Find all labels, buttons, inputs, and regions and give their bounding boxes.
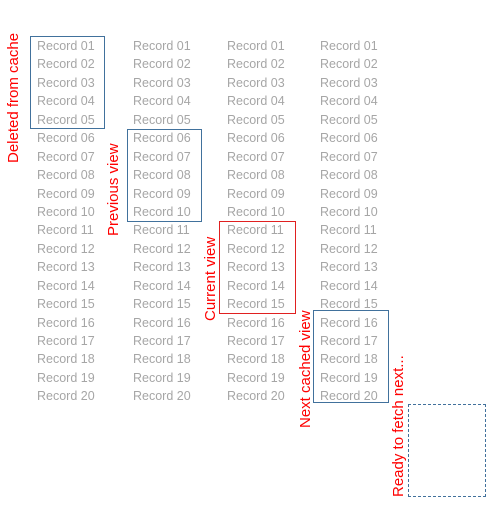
record-item: Record 02 bbox=[320, 57, 378, 72]
deleted-from-cache-box bbox=[30, 36, 105, 129]
record-item: Record 09 bbox=[133, 186, 191, 201]
record-item: Record 04 bbox=[320, 94, 378, 109]
record-item: Record 04 bbox=[227, 94, 285, 109]
record-item: Record 13 bbox=[133, 260, 191, 275]
record-item: Record 03 bbox=[320, 75, 378, 90]
record-item: Record 17 bbox=[133, 334, 191, 348]
record-item: Record 12 bbox=[133, 241, 191, 256]
record-item: Record 10 bbox=[227, 204, 285, 219]
record-item: Record 02 bbox=[227, 57, 285, 72]
record-item: Record 05 bbox=[320, 112, 378, 127]
record-item: Record 13 bbox=[227, 260, 285, 275]
record-item: Record 06 bbox=[320, 131, 378, 146]
record-item: Record 03 bbox=[133, 75, 191, 90]
record-item: Record 05 bbox=[133, 112, 191, 127]
record-item: Record 14 bbox=[227, 278, 285, 293]
record-item: Record 07 bbox=[320, 149, 378, 164]
record-item: Record 16 bbox=[320, 315, 378, 330]
record-item: Record 15 bbox=[320, 297, 378, 312]
record-item: Record 18 bbox=[227, 352, 285, 367]
record-item: Record 02 bbox=[37, 57, 95, 72]
record-item: Record 03 bbox=[37, 75, 95, 90]
record-item: Record 12 bbox=[37, 241, 95, 256]
record-column-previous: Record 01 Record 02 Record 03 Record 04 Reco… bbox=[133, 37, 191, 406]
record-item: Record 11 bbox=[227, 223, 284, 238]
record-item: Record 02 bbox=[133, 57, 191, 72]
ready-to-fetch-label: Ready to fetch next... bbox=[390, 355, 407, 497]
record-item: Record 16 bbox=[37, 315, 95, 330]
previous-view-label: Previous view bbox=[105, 143, 122, 236]
current-view-label: Current view bbox=[202, 236, 219, 321]
record-item: Record 10 bbox=[133, 204, 191, 219]
record-item: Record 11 bbox=[320, 223, 377, 238]
record-item: Record 11 bbox=[37, 223, 94, 238]
record-item: Record 19 bbox=[37, 370, 95, 385]
record-item: Record 09 bbox=[37, 186, 95, 201]
record-item: Record 15 bbox=[37, 297, 95, 312]
record-item: Record 08 bbox=[227, 168, 285, 183]
record-item: Record 07 bbox=[133, 149, 191, 164]
record-item: Record 04 bbox=[37, 94, 95, 109]
record-item: Record 20 bbox=[320, 389, 378, 404]
record-item: Record 13 bbox=[320, 260, 378, 275]
record-item: Record 13 bbox=[37, 260, 95, 275]
record-item: Record 11 bbox=[133, 223, 190, 238]
record-item: Record 05 bbox=[227, 112, 285, 127]
record-item: Record 16 bbox=[133, 315, 191, 330]
record-item: Record 01 bbox=[320, 39, 378, 53]
record-item: Record 14 bbox=[320, 278, 378, 293]
record-item: Record 08 bbox=[320, 168, 378, 183]
record-item: Record 18 bbox=[37, 352, 95, 367]
record-item: Record 19 bbox=[133, 370, 191, 385]
record-item: Record 17 bbox=[37, 334, 95, 348]
current-view-box bbox=[219, 221, 296, 314]
record-item: Record 08 bbox=[37, 168, 95, 183]
record-item: Record 18 bbox=[320, 352, 378, 367]
record-item: Record 12 bbox=[227, 241, 285, 256]
record-item: Record 01 bbox=[227, 39, 285, 53]
record-item: Record 06 bbox=[37, 131, 95, 146]
previous-view-box bbox=[127, 129, 202, 222]
record-item: Record 01 bbox=[133, 39, 191, 53]
ready-to-fetch-box bbox=[408, 404, 486, 497]
record-item: Record 15 bbox=[227, 297, 285, 312]
record-item: Record 10 bbox=[37, 204, 95, 219]
record-item: Record 09 bbox=[320, 186, 378, 201]
next-cached-view-box bbox=[313, 310, 389, 403]
record-column-current: Record 01 Record 02 Record 03 Record 04 Reco… bbox=[227, 37, 285, 406]
record-item: Record 03 bbox=[227, 75, 285, 90]
record-item: Record 17 bbox=[320, 334, 378, 348]
record-item: Record 06 bbox=[227, 131, 285, 146]
record-item: Record 20 bbox=[227, 389, 285, 404]
record-item: Record 19 bbox=[227, 370, 285, 385]
record-item: Record 20 bbox=[37, 389, 95, 404]
record-item: Record 12 bbox=[320, 241, 378, 256]
record-item: Record 19 bbox=[320, 370, 378, 385]
deleted-from-cache-label: Deleted from cache bbox=[5, 32, 22, 163]
record-item: Record 09 bbox=[227, 186, 285, 201]
record-item: Record 08 bbox=[133, 168, 191, 183]
record-item: Record 07 bbox=[227, 149, 285, 164]
next-cached-view-label: Next cached view bbox=[297, 310, 314, 428]
record-item: Record 06 bbox=[133, 131, 191, 146]
record-item: Record 16 bbox=[227, 315, 285, 330]
record-item: Record 14 bbox=[133, 278, 191, 293]
record-item: Record 07 bbox=[37, 149, 95, 164]
record-item: Record 20 bbox=[133, 389, 191, 404]
record-item: Record 10 bbox=[320, 204, 378, 219]
record-item: Record 04 bbox=[133, 94, 191, 109]
record-column-next: Record 01 Record 02 Record 03 Record 04 Reco… bbox=[320, 37, 378, 406]
record-item: Record 14 bbox=[37, 278, 95, 293]
record-item: Record 18 bbox=[133, 352, 191, 367]
record-item: Record 01 bbox=[37, 39, 95, 53]
record-item: Record 05 bbox=[37, 112, 95, 127]
record-item: Record 15 bbox=[133, 297, 191, 312]
record-column-deleted: Record 01 Record 02 Record 03 Record 04 Reco… bbox=[37, 37, 95, 406]
record-item: Record 17 bbox=[227, 334, 285, 348]
